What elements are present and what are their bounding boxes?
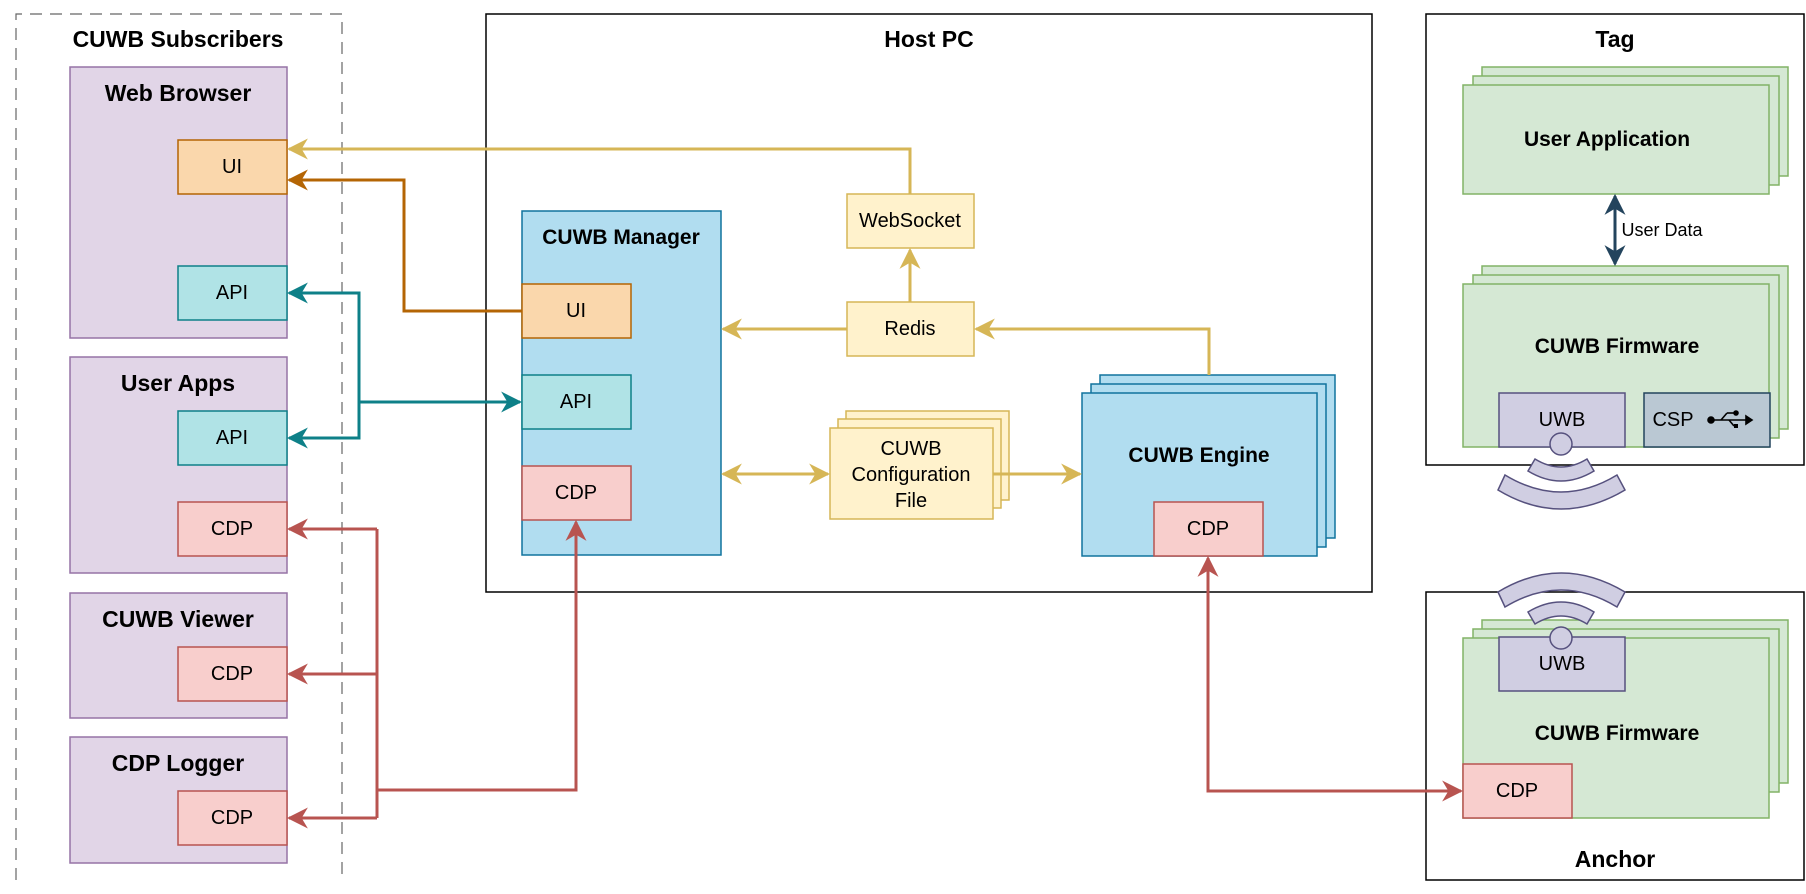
anchor-uwb-box[interactable] (1498, 636, 1626, 692)
anchor-cdp-label: CDP (1496, 780, 1538, 802)
manager-ui-box[interactable] (521, 283, 632, 339)
cdp-logger-title: CDP Logger (112, 750, 245, 776)
tag-firmware-title: CUWB Firmware (1535, 335, 1700, 358)
manager-cdp-trunk (377, 519, 587, 792)
anchor-firmware-title: CUWB Firmware (1535, 722, 1700, 745)
manager-ui-to-browser-ui-arrow (286, 169, 522, 313)
manager-ui-label: UI (566, 300, 586, 322)
user-application-stack[interactable] (1462, 66, 1789, 195)
subscribers-dashed-border (15, 13, 343, 880)
tag-group: Tag User Application CUWB Firmware UWB C… (1425, 13, 1805, 510)
host-pc-box (485, 13, 1373, 593)
connectors (286, 138, 1626, 829)
manager-api-label: API (560, 391, 592, 413)
websocket-to-browser-ui-arrow (286, 138, 912, 194)
cuwb-manager-title: CUWB Manager (542, 226, 700, 249)
wireless-signal-icon (1497, 572, 1626, 650)
cuwb-viewer-title: CUWB Viewer (102, 606, 254, 632)
user-data-label: User Data (1621, 220, 1703, 240)
anchor-cdp-box[interactable] (1462, 763, 1573, 819)
manager-cdp-label: CDP (555, 482, 597, 504)
web-browser-api-box[interactable] (177, 265, 288, 321)
cuwb-viewer-cdp-box[interactable] (177, 646, 288, 702)
web-browser-ui-label: UI (222, 156, 242, 178)
tag-box (1425, 13, 1805, 466)
anchor-title: Anchor (1575, 846, 1656, 872)
user-data-label-group: User Data (1619, 218, 1707, 240)
api-link-arrow (286, 282, 361, 449)
tag-csp-label: CSP (1652, 409, 1693, 431)
anchor-group: Anchor CUWB Firmware UWB CDP (1425, 572, 1805, 881)
engine-cdp-label: CDP (1187, 518, 1229, 540)
cdp-logger-cdp-box[interactable] (177, 790, 288, 846)
user-apps-title: User Apps (121, 370, 235, 396)
anchor-uwb-label: UWB (1539, 653, 1586, 675)
cdp-logger-cdp-label: CDP (211, 807, 253, 829)
cuwb-engine-title: CUWB Engine (1128, 444, 1269, 467)
manager-api-box[interactable] (521, 374, 632, 430)
web-browser-ui-box[interactable] (177, 139, 288, 195)
cuwb-viewer-cdp-label: CDP (211, 663, 253, 685)
manager-cdp-box[interactable] (521, 465, 632, 521)
tag-title: Tag (1595, 26, 1634, 52)
config-file-label-line2: Configuration (852, 464, 971, 486)
subscribers-title: CUWB Subscribers (73, 26, 284, 52)
subscribers-group: CUWB Subscribers Web Browser UI API User… (15, 13, 343, 880)
user-apps-cdp-label: CDP (211, 518, 253, 540)
redis-label: Redis (884, 318, 935, 340)
user-application-label: User Application (1524, 128, 1690, 151)
engine-to-redis-arrow (973, 318, 1211, 375)
web-browser-title: Web Browser (105, 80, 252, 106)
usb-icon (1707, 410, 1754, 428)
user-apps-cdp-box[interactable] (177, 501, 288, 557)
host-pc-title: Host PC (884, 26, 973, 52)
web-browser-api-label: API (216, 282, 248, 304)
user-apps-api-label: API (216, 427, 248, 449)
host-pc-group: Host PC CUWB Manager UI API CDP WebSocke… (485, 13, 1373, 593)
engine-cdp-box[interactable] (1153, 501, 1264, 557)
config-file-label-line1: CUWB (880, 438, 941, 460)
websocket-box[interactable] (846, 193, 975, 249)
tag-uwb-label: UWB (1539, 409, 1586, 431)
websocket-label: WebSocket (859, 210, 961, 232)
engine-anchor-cdp-arrow (1197, 555, 1464, 802)
wireless-signal-icon (1497, 432, 1626, 510)
config-file-label-line3: File (895, 490, 927, 512)
